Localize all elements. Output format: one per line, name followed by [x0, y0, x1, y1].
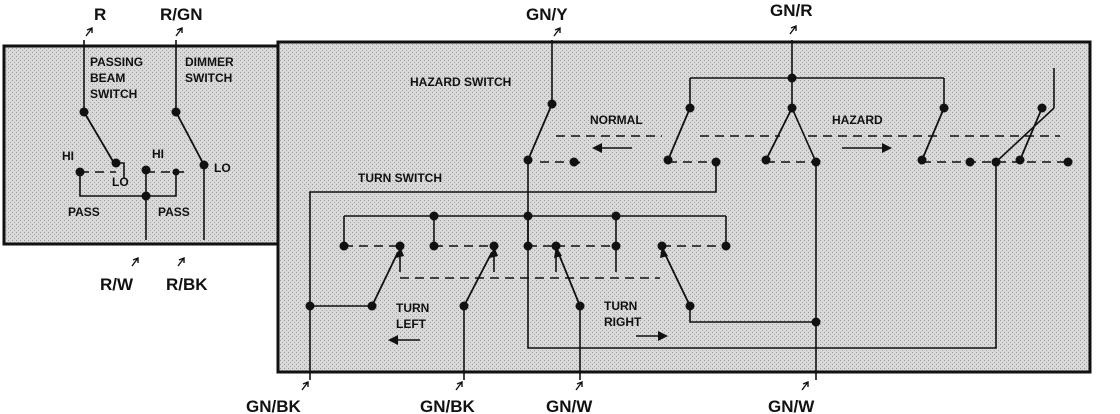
- tick-r-bk: [177, 256, 185, 267]
- wire-label-r-gn: R/GN: [160, 5, 203, 24]
- wire-label-gn-bk-2: GN/BK: [420, 397, 476, 414]
- tick-gn-bk-1: [301, 380, 309, 391]
- passing-dimmer-circuit: PASSING BEAM SWITCH DIMMER SWITCH HI LO …: [62, 40, 234, 240]
- wire-label-gn-w-2: GN/W: [768, 397, 815, 414]
- tick-r: [85, 26, 93, 37]
- hazard-turn-circuit: HAZARD SWITCH NORMAL HAZARD TURN SWITCH …: [305, 40, 1073, 380]
- hazard-switch-label: HAZARD SWITCH: [410, 75, 511, 89]
- turn-left-label-1: TURN: [396, 301, 429, 315]
- turn-switch-label: TURN SWITCH: [358, 171, 442, 185]
- passing-beam-switch-label-2: BEAM: [90, 71, 125, 85]
- hazard-label: HAZARD: [832, 113, 883, 127]
- wire-label-gn-y: GN/Y: [526, 5, 568, 24]
- wire-label-gn-bk-1: GN/BK: [246, 397, 302, 414]
- passing-beam-switch-label-3: SWITCH: [90, 87, 137, 101]
- normal-label: NORMAL: [590, 113, 643, 127]
- tick-gn-w-2: [801, 380, 809, 391]
- wire-label-gn-w-1: GN/W: [546, 397, 593, 414]
- pass-label-2: PASS: [158, 205, 190, 219]
- lo-label-1: LO: [112, 175, 129, 189]
- tick-gn-y: [553, 26, 561, 37]
- hi-label-2: HI: [152, 147, 164, 161]
- turn-right-label-1: TURN: [604, 299, 637, 313]
- tick-r-w: [131, 256, 139, 267]
- wire-label-r-bk: R/BK: [166, 275, 208, 294]
- wire-label-group: R R/GN GN/Y GN/R R/W R/BK GN/BK GN/BK GN…: [85, 1, 815, 414]
- turn-hazard-switch-panel: [276, 40, 1092, 374]
- dimmer-switch-label-2: SWITCH: [185, 71, 232, 85]
- wire-label-r: R: [94, 5, 106, 24]
- hi-label-1: HI: [62, 149, 74, 163]
- tick-gn-r: [789, 24, 797, 35]
- lo-label-2: LO: [214, 161, 231, 175]
- passing-beam-switch-label-1: PASSING: [90, 55, 143, 69]
- dimmer-switch-label-1: DIMMER: [185, 55, 234, 69]
- tick-gn-bk-2: [455, 380, 463, 391]
- wire-label-r-w: R/W: [100, 275, 134, 294]
- pass-label-1: PASS: [68, 205, 100, 219]
- tick-r-gn: [175, 26, 183, 37]
- turn-right-label-2: RIGHT: [604, 315, 642, 329]
- tick-gn-w-1: [575, 380, 583, 391]
- turn-left-label-2: LEFT: [396, 317, 427, 331]
- headlight-switch-panel: [2, 44, 280, 246]
- wire-label-gn-r: GN/R: [770, 1, 813, 20]
